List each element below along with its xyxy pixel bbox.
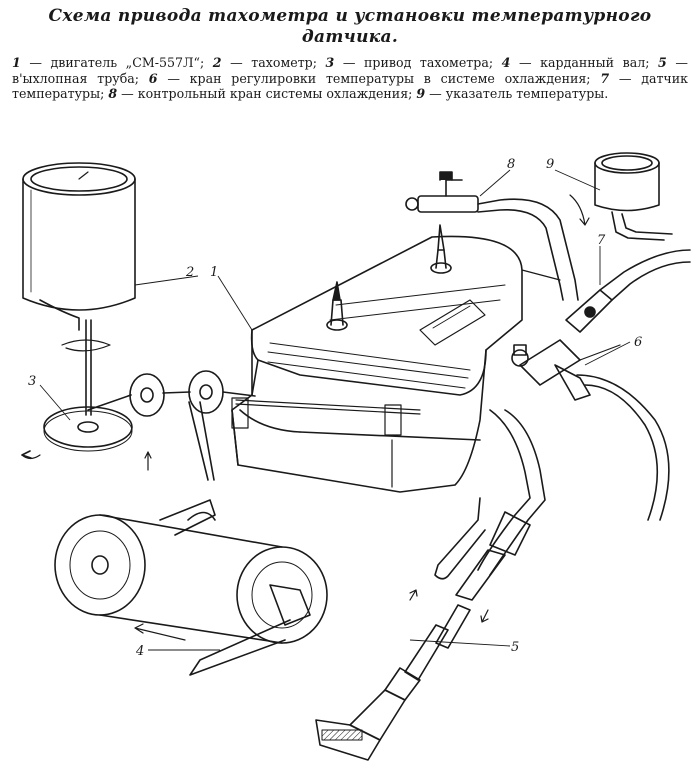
callout-4: 4 bbox=[135, 644, 144, 659]
tachometer-drive bbox=[21, 370, 256, 481]
caption-text: — кран регулировки температуры в системе… bbox=[157, 70, 601, 86]
tachometer bbox=[22, 162, 136, 416]
caption-number: 4 bbox=[501, 55, 511, 70]
callout-6: 6 bbox=[634, 335, 642, 350]
caption-text: — датчик температуры; bbox=[12, 70, 689, 102]
caption-text: — контрольный кран системы охлаждения; bbox=[117, 86, 417, 101]
caption-number: 8 bbox=[108, 86, 118, 101]
figure-caption: 1 — двигатель „СМ-557Л“; 2 — тахометр; 3… bbox=[12, 55, 688, 102]
regulating-valve bbox=[511, 339, 670, 521]
caption-number: 5 bbox=[658, 55, 667, 70]
caption-text: — двигатель „СМ-557Л“; bbox=[20, 55, 213, 70]
cardan-shaft bbox=[54, 499, 328, 676]
figure-title: Схема привода тахометра и установки темп… bbox=[48, 6, 652, 47]
callout-5: 5 bbox=[511, 640, 519, 655]
control-valve bbox=[405, 171, 579, 301]
callout-1: 1 bbox=[210, 265, 218, 280]
engine bbox=[231, 224, 523, 493]
caption-number: 6 bbox=[148, 70, 158, 86]
caption-number: 3 bbox=[325, 55, 335, 70]
caption-text: — привод тахометра; bbox=[334, 55, 502, 70]
callout-9: 9 bbox=[546, 157, 554, 172]
caption-number: 1 bbox=[12, 55, 21, 70]
callout-2: 2 bbox=[185, 265, 194, 280]
callout-7: 7 bbox=[597, 233, 606, 248]
caption-number: 7 bbox=[600, 70, 610, 86]
caption-text: — карданный вал; bbox=[510, 55, 659, 70]
caption-text: — указатель температуры. bbox=[425, 86, 609, 101]
temperature-indicator bbox=[569, 152, 673, 241]
caption-number: 2 bbox=[212, 55, 222, 70]
caption-text: — тахометр; bbox=[221, 55, 326, 70]
exhaust-pipe bbox=[315, 409, 546, 761]
callout-3: 3 bbox=[28, 374, 36, 389]
caption-text: — в'ыхлопная труба; bbox=[12, 55, 688, 86]
temperature-sensor bbox=[565, 249, 691, 333]
caption-number: 9 bbox=[416, 86, 426, 101]
callout-8: 8 bbox=[507, 157, 515, 172]
